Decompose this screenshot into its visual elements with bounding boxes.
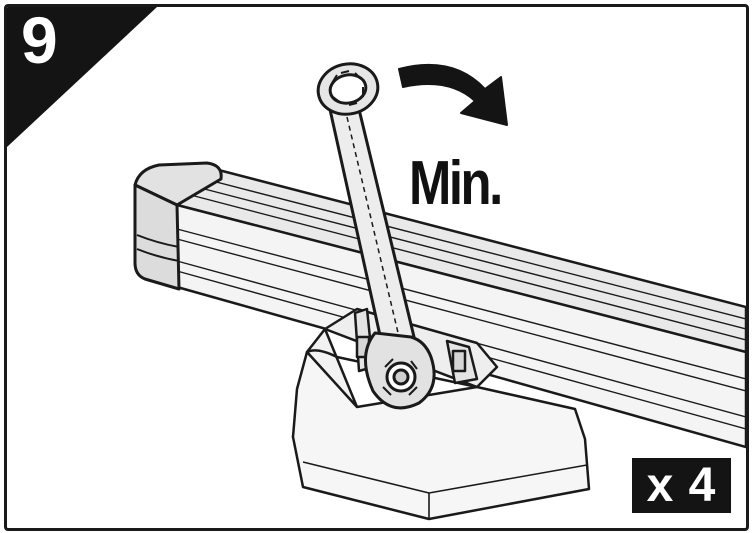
end-cap [133,161,223,291]
quantity-badge: x 4 [632,458,731,513]
instruction-panel: 9 Min. x 4 [4,4,749,531]
curved-arrow-icon [398,63,508,126]
wrench-icon [316,62,436,410]
step-corner-triangle [7,7,157,147]
torque-label: Min. [409,149,503,218]
step-number: 9 [21,4,58,77]
roof-bar-illustration [133,62,746,521]
